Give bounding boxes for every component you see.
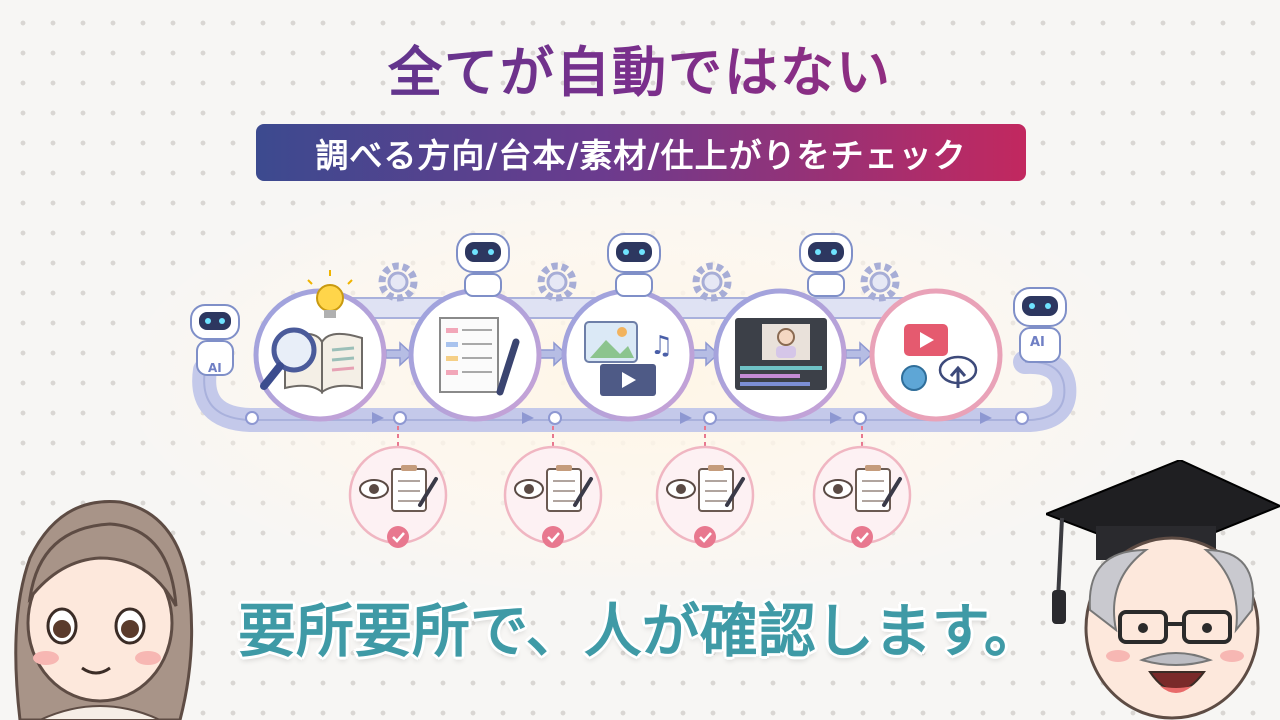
station-research (253, 270, 387, 422)
check-badge-icon (387, 526, 409, 548)
eye-checklist-icon (514, 465, 593, 512)
subtitle-text: 調べる方向/台本/素材/仕上がりをチェック (315, 135, 967, 175)
publish-upload-icon (901, 324, 978, 391)
svg-text:♫: ♫ (650, 331, 673, 361)
gear-icon (537, 262, 577, 302)
checkpoint-1 (348, 445, 448, 548)
gear-icon (860, 262, 900, 302)
gear-icon (378, 262, 418, 302)
robot-icon (190, 304, 240, 376)
lightbulb-icon (307, 270, 353, 318)
eye-checklist-icon (666, 465, 745, 512)
script-document-icon (439, 317, 520, 396)
robot-icon (607, 233, 661, 297)
subtitle-banner: 調べる方向/台本/素材/仕上がりをチェック (256, 124, 1026, 181)
robot-badge-label: AI (208, 361, 222, 375)
station-publish (869, 288, 1003, 422)
robot-icon (456, 233, 510, 297)
page-title: 全てが自動ではない (0, 28, 1280, 107)
video-editor-icon (735, 318, 827, 390)
gear-icon (692, 262, 732, 302)
checkpoint-4 (812, 445, 912, 548)
robot-icon (1013, 287, 1067, 363)
checkpoint-2 (503, 445, 603, 548)
media-assets-icon: ♫ (584, 321, 673, 396)
station-editing (713, 288, 847, 422)
eye-checklist-icon (359, 465, 438, 512)
eye-checklist-icon (823, 465, 902, 512)
book-search-icon (260, 327, 363, 395)
robot-badge-label: AI (1030, 335, 1045, 350)
subtitle-caption: 要所要所で、人が確認します。 (238, 597, 1042, 665)
professor-character-avatar (1046, 460, 1280, 720)
check-badge-icon (851, 526, 873, 548)
check-badge-icon (694, 526, 716, 548)
station-assets: ♫ (561, 288, 695, 422)
robot-icon (799, 233, 853, 297)
station-script (408, 288, 542, 422)
girl-character-avatar (14, 499, 194, 720)
lower-conveyor-belt (192, 349, 1077, 432)
checkpoint-3 (655, 445, 755, 548)
check-badge-icon (542, 526, 564, 548)
flow-arrows (385, 341, 874, 367)
